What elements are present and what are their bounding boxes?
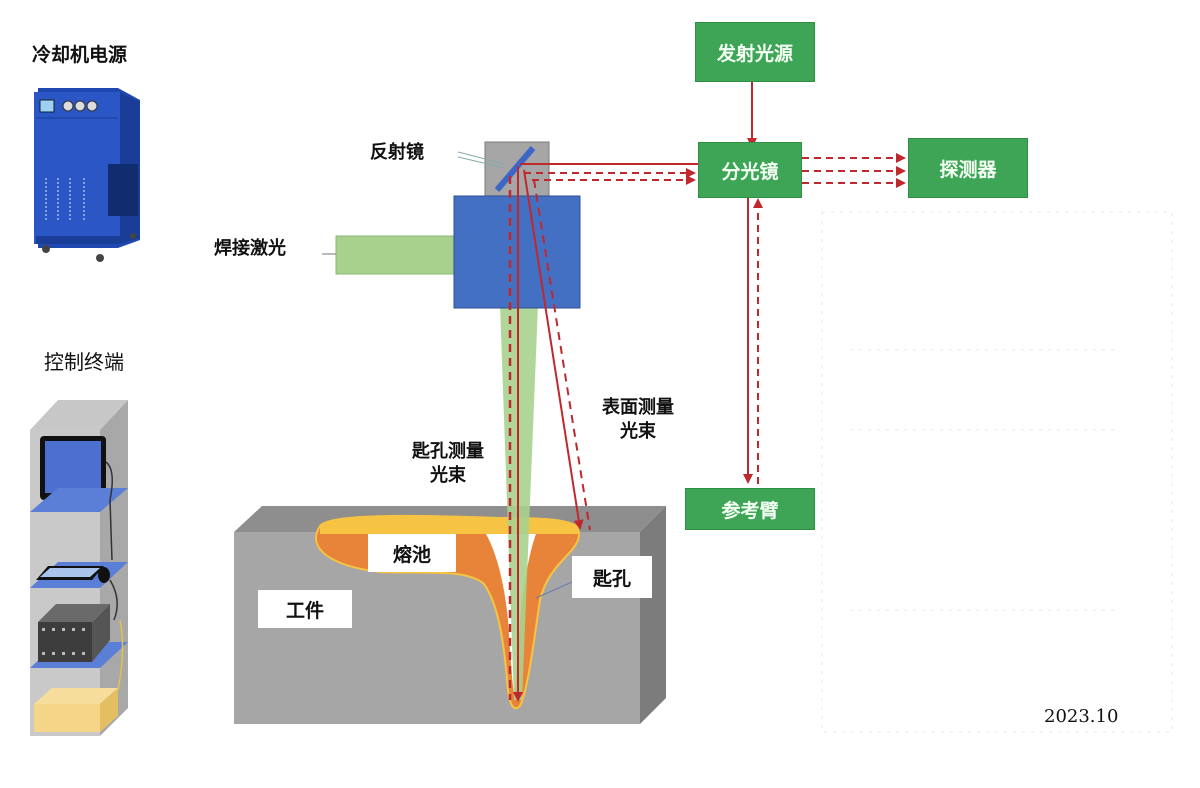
- reference-arm-box: 参考臂: [685, 488, 815, 530]
- surface-beam-label-line2: 光束: [620, 421, 656, 442]
- mirror-label: 反射镜: [370, 142, 424, 163]
- melt-pool-label: 熔池: [368, 534, 456, 572]
- keyhole-beam-label-line2: 光束: [430, 465, 466, 486]
- control-terminal-label: 控制终端: [44, 350, 124, 374]
- chiller-unit-image: [34, 88, 140, 262]
- beam-splitter-box: 分光镜: [698, 142, 802, 198]
- workpiece-label: 工件: [258, 590, 352, 628]
- faint-background-chart: [821, 211, 1173, 733]
- mirror-element: [494, 146, 536, 192]
- keyhole-beam-label: 匙孔测量 光束: [396, 440, 500, 488]
- control-terminal-rack-image: [30, 400, 128, 736]
- welding-laser-label: 焊接激光: [214, 238, 286, 259]
- detector-box: 探测器: [908, 138, 1028, 198]
- surface-beam-label-line1: 表面测量: [602, 397, 674, 418]
- welding-laser-input-bar: [335, 235, 457, 275]
- surface-beam-label: 表面测量 光束: [586, 396, 690, 444]
- date-label: 2023.10: [1044, 706, 1119, 727]
- measurement-beams: [508, 82, 906, 702]
- keyhole-label: 匙孔: [572, 556, 652, 598]
- keyhole-pointer-line: [535, 581, 573, 599]
- keyhole-beam-label-line1: 匙孔测量: [412, 441, 484, 462]
- chiller-label: 冷却机电源: [32, 44, 128, 66]
- light-source-box: 发射光源: [695, 22, 815, 82]
